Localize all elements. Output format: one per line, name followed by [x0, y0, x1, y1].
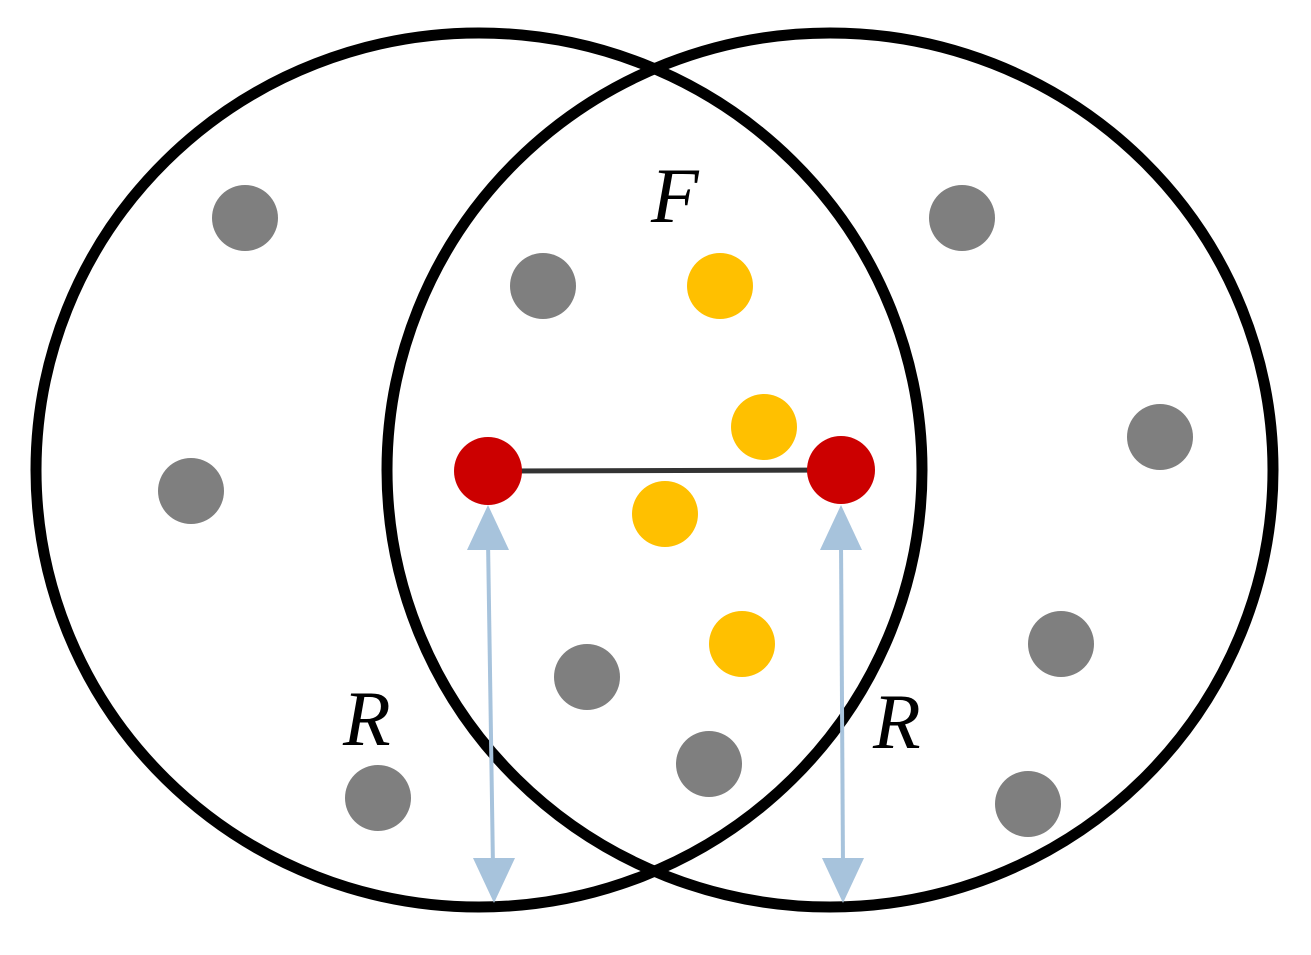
- radius-label-right: R: [872, 678, 921, 765]
- endpoint-left: [454, 437, 522, 505]
- gray-point: [1028, 611, 1094, 677]
- yellow-point: [687, 253, 753, 319]
- gray-point: [554, 644, 620, 710]
- gray-point: [1127, 404, 1193, 470]
- connector-line: [487, 467, 842, 474]
- gray-point: [345, 765, 411, 831]
- yellow-point: [709, 611, 775, 677]
- gray-point: [995, 771, 1061, 837]
- left-circle: [30, 27, 928, 913]
- gray-point: [929, 185, 995, 251]
- gray-point: [676, 731, 742, 797]
- yellow-point: [731, 394, 797, 460]
- yellow-point: [632, 481, 698, 547]
- gray-point: [510, 253, 576, 319]
- endpoint-right: [807, 436, 875, 504]
- radius-label-left: R: [342, 675, 391, 762]
- radius-arrow-right: [820, 505, 864, 903]
- gray-point: [212, 185, 278, 251]
- region-label: F: [650, 152, 700, 239]
- radius-arrow-left: [467, 505, 515, 903]
- gray-point: [158, 458, 224, 524]
- right-circle: [381, 27, 1279, 913]
